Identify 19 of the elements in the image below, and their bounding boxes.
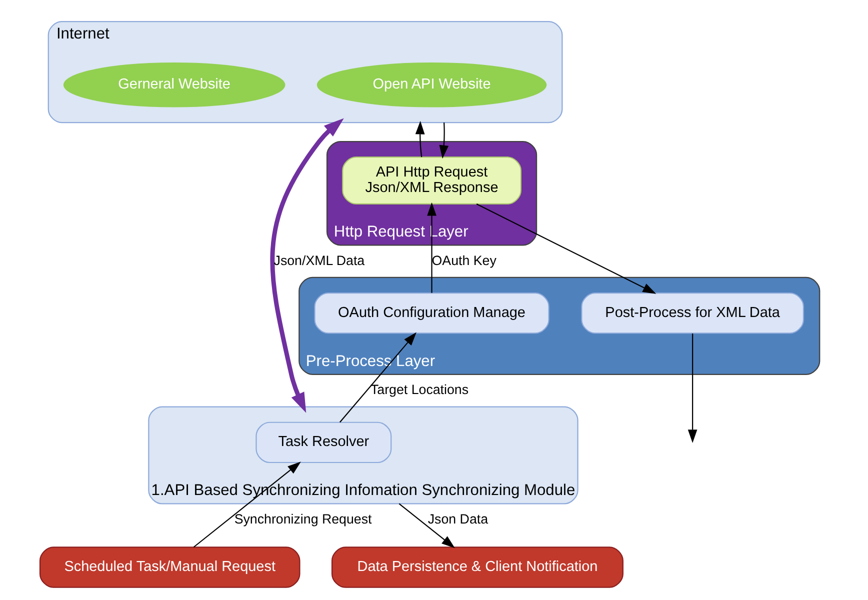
arrow — [427, 202, 436, 293]
node-box: Post-Process for XML Data — [581, 292, 804, 334]
node-box: Data Persistence & Client Notification — [331, 546, 624, 588]
node-box: Task Resolver — [256, 422, 392, 464]
node-ellipse: Gerneral Website — [63, 62, 286, 108]
arrow — [270, 118, 344, 413]
arrow — [339, 332, 416, 423]
arrow — [439, 122, 449, 159]
node-box: Scheduled Task/Manual Request — [39, 546, 300, 588]
arrow — [415, 120, 425, 158]
arrow — [476, 204, 656, 294]
arrow — [398, 503, 455, 548]
node-box: API Http Request Json/XML Response — [342, 156, 522, 204]
node-box: OAuth Configuration Manage — [314, 292, 550, 334]
edge-label: Synchronizing Request — [234, 511, 372, 526]
edge-label: Target Locations — [370, 382, 469, 398]
edge-label: Json Data — [428, 511, 488, 526]
arrow — [688, 334, 698, 443]
node-ellipse: Open API Website — [316, 62, 547, 108]
